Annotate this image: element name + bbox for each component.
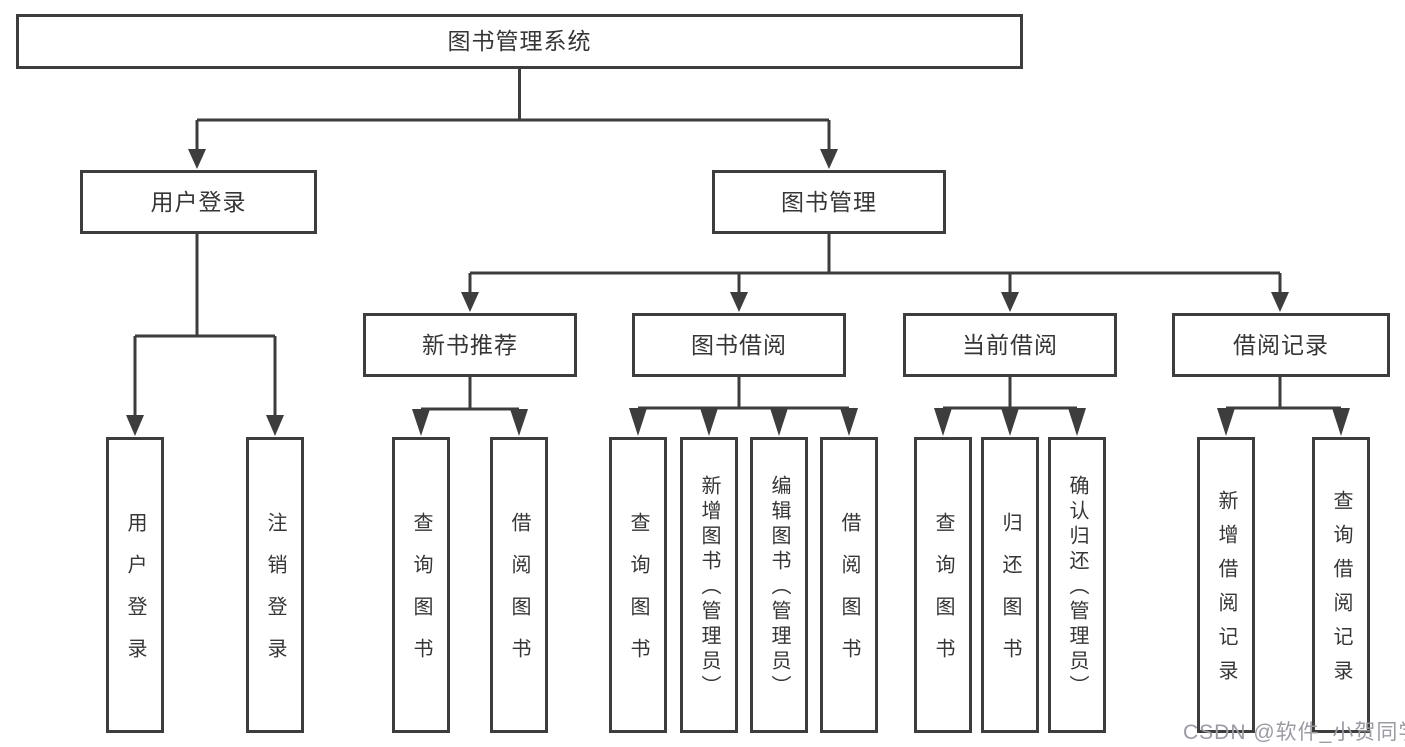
connector-book-borrow-branch: [629, 377, 858, 436]
leaf-return-book-label: 归还图书: [999, 512, 1021, 680]
leaf-borrow-book-1-label: 借阅图书: [508, 512, 530, 680]
leaf-confirm-return-admin-label: 确认归还（管理员）: [1066, 474, 1088, 700]
leaf-query-borrow-record-label: 查询借阅记录: [1330, 490, 1352, 694]
connector-borrow-record-branch: [1217, 377, 1350, 436]
connector-new-book-branch: [412, 377, 528, 436]
leaf-add-book-admin-label: 新增图书（管理员）: [698, 474, 720, 700]
node-user-login: 用户登录: [80, 170, 317, 234]
leaf-borrow-book-1: 借阅图书: [490, 437, 548, 733]
leaf-add-book-admin: 新增图书（管理员）: [680, 437, 738, 733]
node-user-login-label: 用户登录: [150, 188, 247, 215]
node-book-management-label: 图书管理: [781, 188, 877, 215]
leaf-user-login: 用户登录: [106, 437, 164, 733]
node-book-management: 图书管理: [712, 170, 946, 234]
leaf-add-borrow-record-label: 新增借阅记录: [1215, 490, 1237, 694]
node-new-book-recommend-label: 新书推荐: [422, 331, 518, 358]
leaf-query-book-1-label: 查询图书: [410, 512, 432, 680]
node-book-borrow: 图书借阅: [632, 313, 846, 377]
node-current-borrow: 当前借阅: [903, 313, 1117, 377]
node-new-book-recommend: 新书推荐: [363, 313, 577, 377]
connector-root-to-level2: [188, 69, 838, 169]
node-current-borrow-label: 当前借阅: [962, 331, 1058, 358]
leaf-query-borrow-record: 查询借阅记录: [1312, 437, 1370, 733]
leaf-add-borrow-record: 新增借阅记录: [1197, 437, 1255, 733]
leaf-query-book-2-label: 查询图书: [627, 512, 649, 680]
node-root: 图书管理系统: [16, 14, 1023, 69]
leaf-return-book: 归还图书: [981, 437, 1039, 733]
leaf-query-book-3-label: 查询图书: [932, 512, 954, 680]
connector-book-management-branch: [461, 234, 1289, 312]
leaf-query-book-3: 查询图书: [914, 437, 972, 733]
connector-current-borrow-branch: [934, 377, 1086, 436]
node-borrow-record-label: 借阅记录: [1233, 331, 1329, 358]
node-book-borrow-label: 图书借阅: [691, 331, 787, 358]
leaf-edit-book-admin: 编辑图书（管理员）: [750, 437, 808, 733]
leaf-user-login-label: 用户登录: [124, 512, 146, 680]
leaf-confirm-return-admin: 确认归还（管理员）: [1048, 437, 1106, 733]
connector-user-login-branch: [126, 234, 284, 436]
leaf-query-book-2: 查询图书: [609, 437, 667, 733]
leaf-edit-book-admin-label: 编辑图书（管理员）: [768, 474, 790, 700]
leaf-query-book-1: 查询图书: [392, 437, 450, 733]
leaf-borrow-book-2: 借阅图书: [820, 437, 878, 733]
leaf-logout-label: 注销登录: [264, 512, 286, 680]
node-root-label: 图书管理系统: [447, 28, 592, 54]
leaf-borrow-book-2-label: 借阅图书: [838, 512, 860, 680]
node-borrow-record: 借阅记录: [1172, 313, 1390, 377]
leaf-logout: 注销登录: [246, 437, 304, 733]
csdn-watermark: CSDN @软件_小贺同学: [1183, 721, 1405, 744]
